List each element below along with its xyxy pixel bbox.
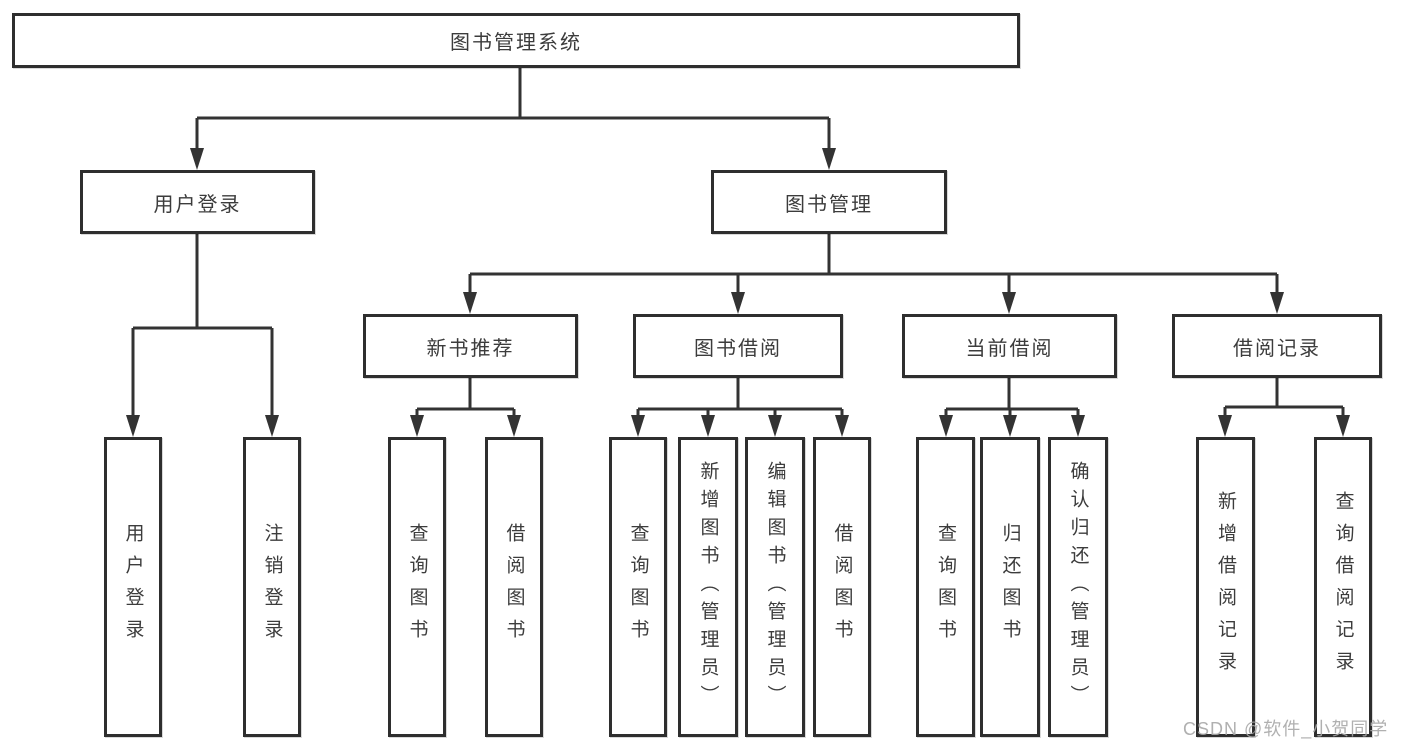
node-label: 查询图书 bbox=[406, 523, 428, 651]
leaf-borrow-books-borrowing: 借阅图书 bbox=[813, 437, 871, 737]
node-label: 新书推荐 bbox=[426, 337, 515, 360]
leaf-query-borrow-record: 查询借阅记录 bbox=[1314, 437, 1372, 737]
node-label: 借阅图书 bbox=[503, 523, 525, 651]
node-user-login: 用户登录 bbox=[80, 170, 315, 234]
leaf-return-books: 归还图书 bbox=[980, 437, 1040, 737]
leaf-logout: 注销登录 bbox=[243, 437, 301, 737]
leaf-add-borrow-record: 新增借阅记录 bbox=[1196, 437, 1255, 737]
node-label: 用户登录 bbox=[153, 193, 242, 216]
node-new-book-recommendation: 新书推荐 bbox=[363, 314, 578, 378]
csdn-watermark: CSDN @软件_小贺同学 bbox=[1183, 719, 1389, 739]
node-label: 新增借阅记录 bbox=[1215, 491, 1236, 683]
leaf-add-books-admin: 新增图书（管理员） bbox=[678, 437, 738, 737]
leaf-user-login: 用户登录 bbox=[104, 437, 162, 737]
node-label: 注销登录 bbox=[261, 523, 283, 651]
leaf-query-books-current: 查询图书 bbox=[916, 437, 975, 737]
node-label: 借阅图书 bbox=[831, 523, 853, 651]
node-book-borrowing: 图书借阅 bbox=[633, 314, 843, 378]
node-label: 借阅记录 bbox=[1233, 337, 1321, 360]
node-label: 查询借阅记录 bbox=[1332, 491, 1354, 683]
node-current-borrowing: 当前借阅 bbox=[902, 314, 1117, 378]
node-label: 新增图书（管理员） bbox=[697, 461, 719, 713]
node-label: 确认归还（管理员） bbox=[1067, 461, 1089, 713]
leaf-confirm-return-admin: 确认归还（管理员） bbox=[1048, 437, 1108, 737]
node-label: 用户登录 bbox=[122, 523, 144, 651]
node-label: 图书借阅 bbox=[694, 337, 782, 360]
node-label: 图书管理 bbox=[785, 193, 873, 216]
node-label: 查询图书 bbox=[935, 523, 956, 651]
node-label: 归还图书 bbox=[999, 523, 1021, 651]
leaf-query-books-borrowing: 查询图书 bbox=[609, 437, 667, 737]
node-book-management: 图书管理 bbox=[711, 170, 947, 234]
leaf-query-books-recommend: 查询图书 bbox=[388, 437, 446, 737]
node-label: 编辑图书（管理员） bbox=[764, 461, 786, 713]
leaf-edit-books-admin: 编辑图书（管理员） bbox=[745, 437, 805, 737]
node-borrowing-records: 借阅记录 bbox=[1172, 314, 1382, 378]
node-label: 图书管理系统 bbox=[450, 32, 582, 54]
node-library-management-system: 图书管理系统 bbox=[12, 13, 1020, 68]
leaf-borrow-books-recommend: 借阅图书 bbox=[485, 437, 543, 737]
node-label: 当前借阅 bbox=[965, 337, 1054, 360]
node-label: 查询图书 bbox=[627, 523, 649, 651]
